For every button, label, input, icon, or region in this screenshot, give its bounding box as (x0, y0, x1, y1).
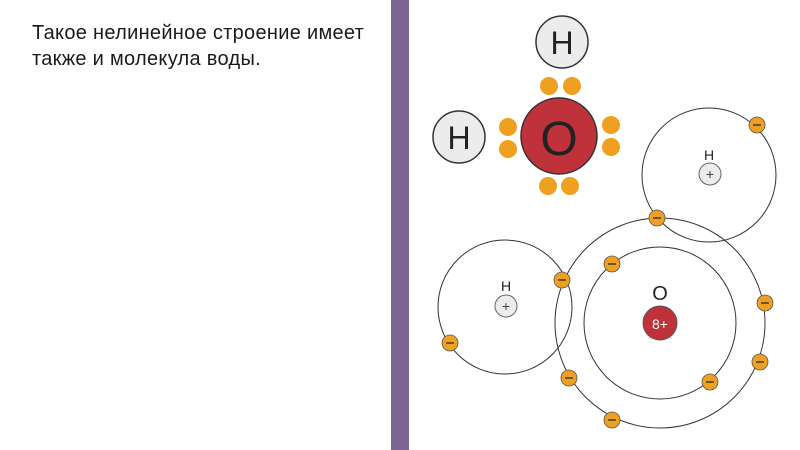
orbital-hydrogen-top: H + (698, 147, 722, 186)
lone-pair-electrons (499, 77, 620, 195)
orbital-h-left-nucleus: + (502, 298, 510, 314)
orbit-o-inner (583, 246, 737, 400)
electron-icon (441, 334, 459, 352)
lewis-electron (499, 118, 517, 136)
lewis-h-left-label: H (447, 120, 470, 156)
electron-icon (560, 369, 578, 387)
orbital-model: H + H + O 8+ (437, 107, 777, 429)
accent-divider-bar (391, 0, 409, 450)
orbital-oxygen: O 8+ (642, 283, 678, 341)
lewis-electron (539, 177, 557, 195)
lewis-structure: H H O (432, 15, 620, 195)
orbital-hydrogen-left: H + (494, 278, 518, 318)
orbital-h-top-label: H (704, 147, 714, 163)
orbit-h-left (437, 239, 573, 375)
orbit-h-top (641, 107, 777, 243)
lewis-electron (602, 138, 620, 156)
lewis-o-label: O (540, 113, 577, 166)
orbital-electrons (441, 116, 774, 429)
electron-icon (553, 271, 571, 289)
lewis-hydrogen-top: H (535, 15, 589, 69)
orbital-o-nucleus: 8+ (652, 316, 668, 332)
lewis-electron (540, 77, 558, 95)
lewis-h-top-label: H (550, 25, 573, 61)
electron-icon (603, 255, 621, 273)
electron-icon (648, 209, 666, 227)
electron-icon (751, 353, 769, 371)
orbital-o-label: O (652, 283, 668, 305)
orbital-h-left-label: H (501, 278, 511, 294)
lewis-electron (602, 116, 620, 134)
lewis-hydrogen-left: H (432, 110, 486, 164)
electron-icon (603, 411, 621, 429)
electron-icon (748, 116, 766, 134)
lewis-electron (561, 177, 579, 195)
lewis-electron (563, 77, 581, 95)
electron-icon (756, 294, 774, 312)
lewis-electron (499, 140, 517, 158)
electron-icon (701, 373, 719, 391)
orbital-h-top-nucleus: + (706, 166, 714, 182)
lewis-oxygen: O (520, 97, 598, 175)
slide-text: Такое нелинейное строение имеет также и … (32, 22, 365, 70)
